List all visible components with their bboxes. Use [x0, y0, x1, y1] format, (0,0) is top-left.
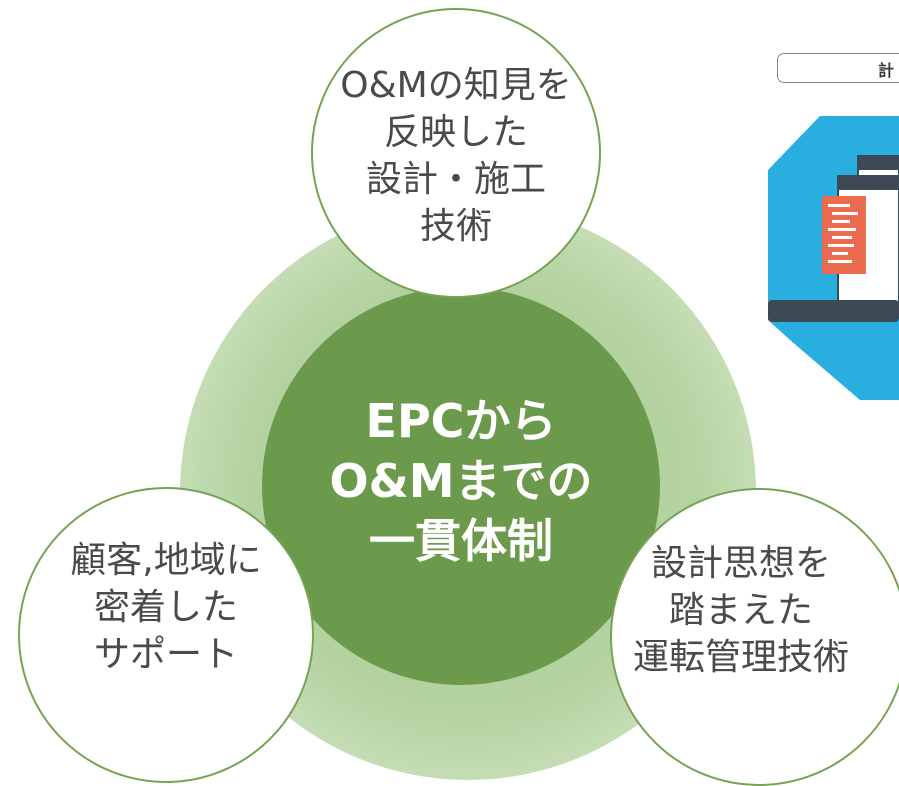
- left-line-3: サポート: [93, 633, 238, 675]
- center-line-1: EPCから: [365, 394, 557, 448]
- left-bubble-text: 顧客,地域に 密着した サポート: [70, 537, 261, 678]
- illustration-tab: 計: [777, 53, 899, 83]
- monitor-base-shape: [768, 300, 899, 322]
- left-line-1: 顧客,地域に: [70, 539, 262, 581]
- top-bubble: O&Mの知見を 反映した 設計・施工 技術: [311, 8, 601, 298]
- right-bubble-text: 設計思想を 踏まえた 運転管理技術: [633, 540, 849, 681]
- left-line-2: 密着した: [93, 586, 238, 628]
- right-line-3: 運転管理技術: [632, 636, 849, 678]
- center-circle: EPCから O&Mまでの 一貫体制: [262, 287, 660, 685]
- center-line-2: O&Mまでの: [329, 454, 593, 508]
- top-bubble-text: O&Mの知見を 反映した 設計・施工 技術: [340, 62, 571, 250]
- left-bubble: 顧客,地域に 密着した サポート: [18, 487, 314, 783]
- illustration-tab-label: 計: [878, 61, 895, 80]
- code-lines: [828, 204, 858, 263]
- right-bubble: 設計思想を 踏まえた 運転管理技術: [610, 488, 899, 786]
- top-line-2: 反映した: [383, 112, 528, 153]
- back-window-bar: [858, 156, 899, 170]
- design-illustration: 計: [750, 50, 899, 410]
- right-line-2: 踏まえた: [668, 589, 813, 631]
- middle-window-bar: [838, 176, 899, 190]
- center-line-3: 一貫体制: [369, 514, 553, 568]
- top-line-4: 技術: [419, 206, 492, 247]
- right-line-1: 設計思想を: [650, 542, 831, 584]
- center-text: EPCから O&Mまでの 一貫体制: [330, 391, 593, 571]
- top-line-3: 設計・施工: [365, 159, 546, 200]
- top-line-1: O&Mの知見を: [340, 65, 572, 106]
- monitor-icon: [768, 116, 899, 400]
